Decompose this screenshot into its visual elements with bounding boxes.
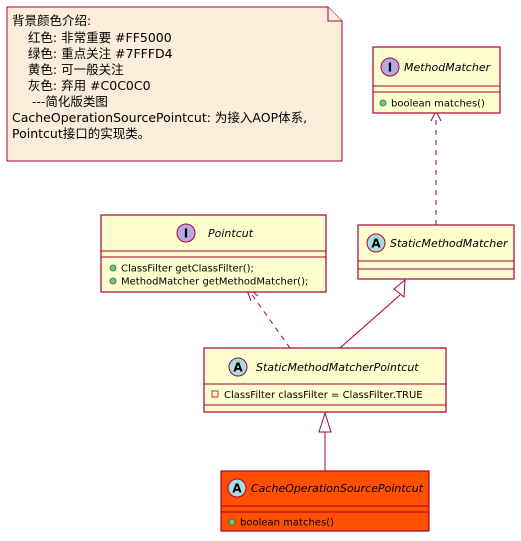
public-dot-icon	[109, 277, 117, 285]
hollow-triangle	[393, 278, 406, 298]
public-dot-icon	[228, 518, 236, 526]
class-box	[372, 46, 501, 114]
member: ClassFilter getClassFilter();	[121, 264, 254, 275]
note: 背景颜色介绍: 红色: 非常重要 #FF5000 绿色: 重点关注 #7FFFD…	[6, 6, 343, 162]
abstract-badge-icon	[366, 233, 386, 253]
private-square-icon	[211, 390, 219, 398]
note-line: Pointcut接口的实现类。	[12, 126, 150, 141]
stereotype-letter: A	[371, 237, 381, 251]
class-box	[100, 214, 327, 293]
class-name: Pointcut	[208, 227, 254, 240]
note-line: 灰色: 弃用 #C0C0C0	[12, 78, 151, 93]
public-dot-icon	[379, 99, 387, 107]
class-pointcut[interactable]: I Pointcut ClassFilter getClassFilter();…	[100, 214, 327, 293]
realization-line	[249, 291, 291, 349]
note-line: 红色: 非常重要 #FF5000	[12, 30, 172, 45]
note-line: 黄色: 可一般关注	[12, 62, 124, 77]
member: boolean matches()	[240, 518, 334, 529]
stereotype-letter: A	[233, 361, 243, 375]
class-static-method-matcher-pointcut[interactable]: A StaticMethodMatcherPointcut ClassFilte…	[203, 347, 447, 413]
note-line: 绿色: 重点关注 #7FFFD4	[12, 46, 173, 61]
member: boolean matches()	[391, 99, 485, 110]
note-line: 背景颜色介绍:	[12, 13, 91, 28]
member: MethodMatcher getMethodMatcher();	[121, 277, 308, 288]
class-name: StaticMethodMatcherPointcut	[256, 361, 419, 374]
class-box	[203, 347, 447, 413]
stereotype-letter: A	[232, 482, 242, 496]
class-box	[220, 470, 430, 532]
interface-badge-icon	[176, 223, 196, 243]
interface-badge-icon	[380, 57, 400, 77]
class-cache-operation-source-pointcut[interactable]: A CacheOperationSourcePointcut boolean m…	[220, 470, 430, 532]
class-method-matcher[interactable]: I MethodMatcher boolean matches()	[372, 46, 501, 114]
hollow-triangle	[318, 411, 332, 433]
class-box	[357, 224, 515, 280]
class-name: CacheOperationSourcePointcut	[251, 482, 424, 495]
note-fold	[327, 7, 342, 22]
class-name: StaticMethodMatcher	[390, 237, 509, 250]
note-line: CacheOperationSourcePointcut: 为接入AOP体系,	[12, 110, 307, 125]
note-line: ---简化版类图	[12, 94, 108, 109]
class-name: MethodMatcher	[404, 61, 492, 74]
member: ClassFilter classFilter = ClassFilter.TR…	[224, 390, 423, 401]
abstract-badge-icon	[228, 357, 248, 377]
abstract-badge-icon	[227, 478, 247, 498]
public-dot-icon	[109, 264, 117, 272]
relationships	[243, 109, 442, 471]
class-static-method-matcher[interactable]: A StaticMethodMatcher	[357, 224, 515, 280]
note-body	[6, 6, 343, 162]
stereotype-letter: I	[388, 61, 392, 75]
stereotype-letter: I	[184, 227, 188, 241]
inheritance-line	[339, 294, 401, 349]
